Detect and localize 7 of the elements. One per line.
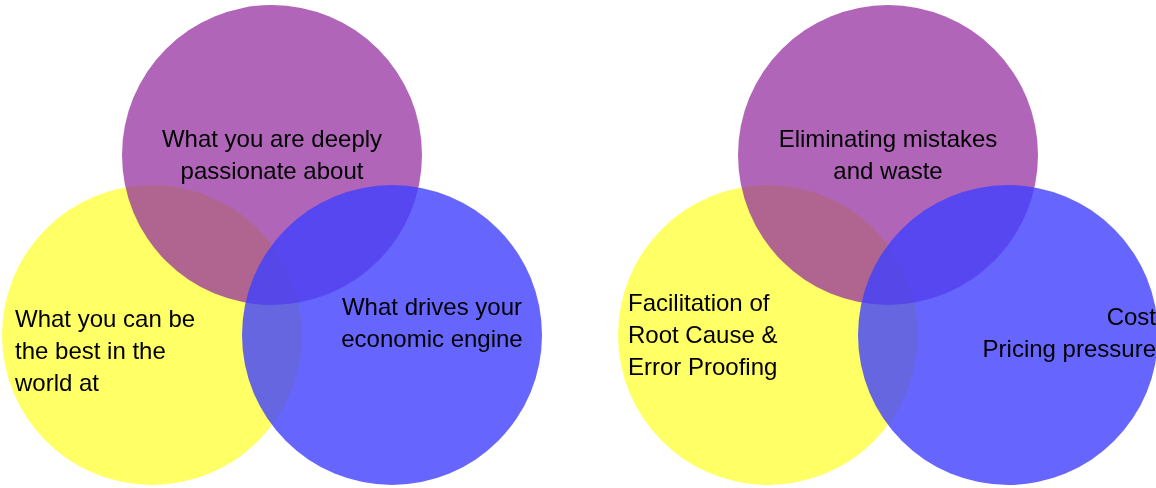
circle-label: Facilitation of Root Cause & Error Proofing	[628, 288, 779, 382]
circle-label: Eliminating mistakes and waste	[777, 124, 999, 186]
circle-label: Pricing pressure	[981, 334, 1156, 364]
circle-label: What drives your economic engine	[340, 292, 524, 354]
circle-label: What you are deeply passionate about	[160, 124, 384, 186]
circle-label: Cost	[1105, 302, 1156, 332]
circle-label: What you can be the best in the world at	[15, 304, 197, 398]
